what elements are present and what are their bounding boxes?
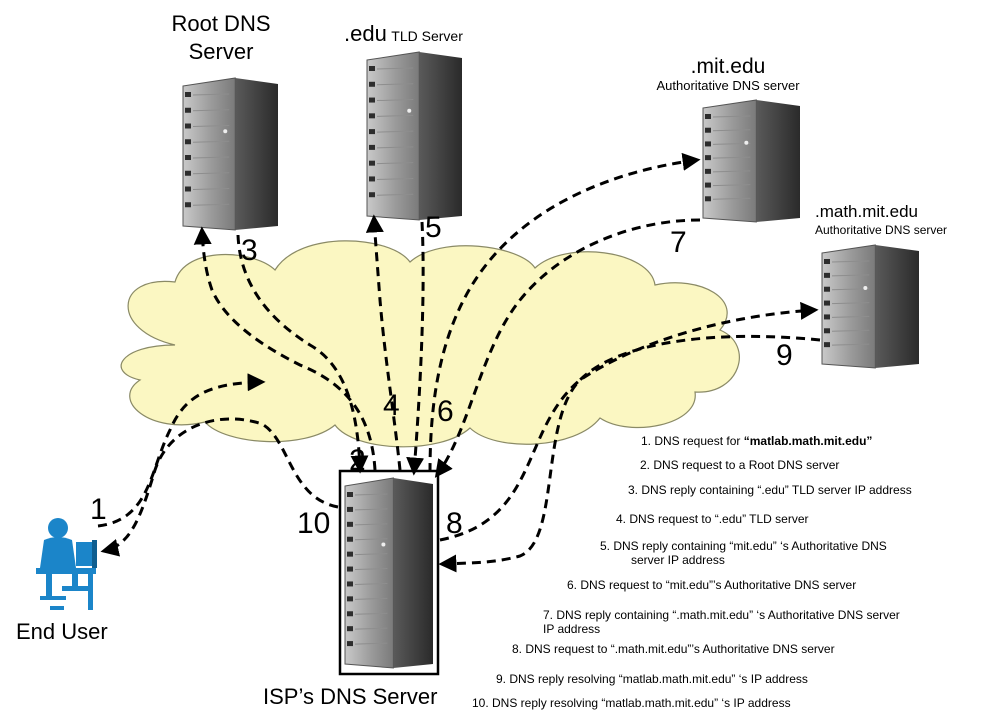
arrow-number-3: 3 <box>241 234 258 267</box>
step-2: 2. DNS request to a Root DNS server <box>640 458 840 472</box>
arrow-number-4: 4 <box>383 389 400 422</box>
internet-cloud <box>120 240 740 448</box>
step-7-line1: 7. DNS reply containing “.math.mit.edu” … <box>543 608 900 622</box>
step-9: 9. DNS reply resolving “matlab.math.mit.… <box>496 672 808 686</box>
step-4: 4. DNS request to “.edu” TLD server <box>616 512 809 526</box>
arrow-number-1: 1 <box>90 493 107 526</box>
edu-server-name: .edu <box>344 21 387 46</box>
math-server-icon <box>821 244 919 369</box>
step-5-line2: server IP address <box>631 553 725 567</box>
step-5: 5. DNS reply containing “mit.edu” ‘s Aut… <box>600 539 887 567</box>
step-1-prefix: 1. DNS request for <box>641 434 744 448</box>
arrow-number-5: 5 <box>425 211 442 244</box>
edu-server-icon <box>366 51 462 221</box>
step-8: 8. DNS request to “.math.mit.edu”’s Auth… <box>512 642 835 656</box>
root-server-label-line1: Root DNS <box>171 11 271 36</box>
arrow-3-reply <box>236 234 369 474</box>
arrow-number-10: 10 <box>297 507 331 540</box>
arrow-1-request <box>97 373 266 528</box>
server-icons <box>182 51 919 669</box>
isp-server-label: ISP’s DNS Server <box>263 684 438 709</box>
mit-server-icon <box>702 99 800 223</box>
arrow-4-request <box>365 214 402 471</box>
step-7-line2: IP address <box>543 622 601 636</box>
end-user-icon <box>36 518 97 610</box>
root-server-label-line2: Server <box>188 39 254 65</box>
arrow-7-reply <box>434 218 701 478</box>
step-3: 3. DNS reply containing “.edu” TLD serve… <box>628 483 912 497</box>
root-server-icon <box>182 77 278 231</box>
root-server-label: Root DNS Server <box>166 11 276 65</box>
end-user-label: End User <box>16 619 108 644</box>
arrow-number-8: 8 <box>446 507 463 540</box>
edu-server-label: .edu TLD Server <box>344 21 463 46</box>
mit-server-sub: Authoritative DNS server <box>656 78 800 94</box>
arrow-number-6: 6 <box>437 395 454 428</box>
math-server-name: .math.mit.edu <box>815 202 918 221</box>
arrow-5-reply <box>406 221 425 476</box>
arrow-number-2: 2 <box>349 444 366 477</box>
arrow-10-reply <box>100 417 339 557</box>
step-5-line1: 5. DNS reply containing “mit.edu” ‘s Aut… <box>600 539 887 553</box>
mit-server-name: .mit.edu <box>690 55 766 78</box>
arrows <box>97 152 821 573</box>
edu-server-sub: TLD Server <box>391 28 463 44</box>
math-server-label: .math.mit.edu Authoritative DNS server <box>815 202 948 237</box>
isp-server-frame <box>338 469 440 676</box>
step-10: 10. DNS reply resolving “matlab.math.mit… <box>472 696 791 710</box>
mit-server-label: .mit.edu Authoritative DNS server <box>640 55 816 93</box>
arrow-9-reply <box>438 334 821 573</box>
arrow-number-7: 7 <box>670 226 687 259</box>
arrow-number-9: 9 <box>776 339 793 372</box>
step-1-domain: “matlab.math.mit.edu” <box>743 434 873 448</box>
step-6: 6. DNS request to “mit.edu”’s Authoritat… <box>567 578 857 592</box>
step-7: 7. DNS reply containing “.math.mit.edu” … <box>543 608 900 636</box>
step-1: 1. DNS request for “matlab.math.mit.edu” <box>641 434 872 448</box>
isp-server-icon <box>344 477 433 669</box>
arrow-2-request <box>193 226 377 471</box>
math-server-sub: Authoritative DNS server <box>815 222 948 237</box>
